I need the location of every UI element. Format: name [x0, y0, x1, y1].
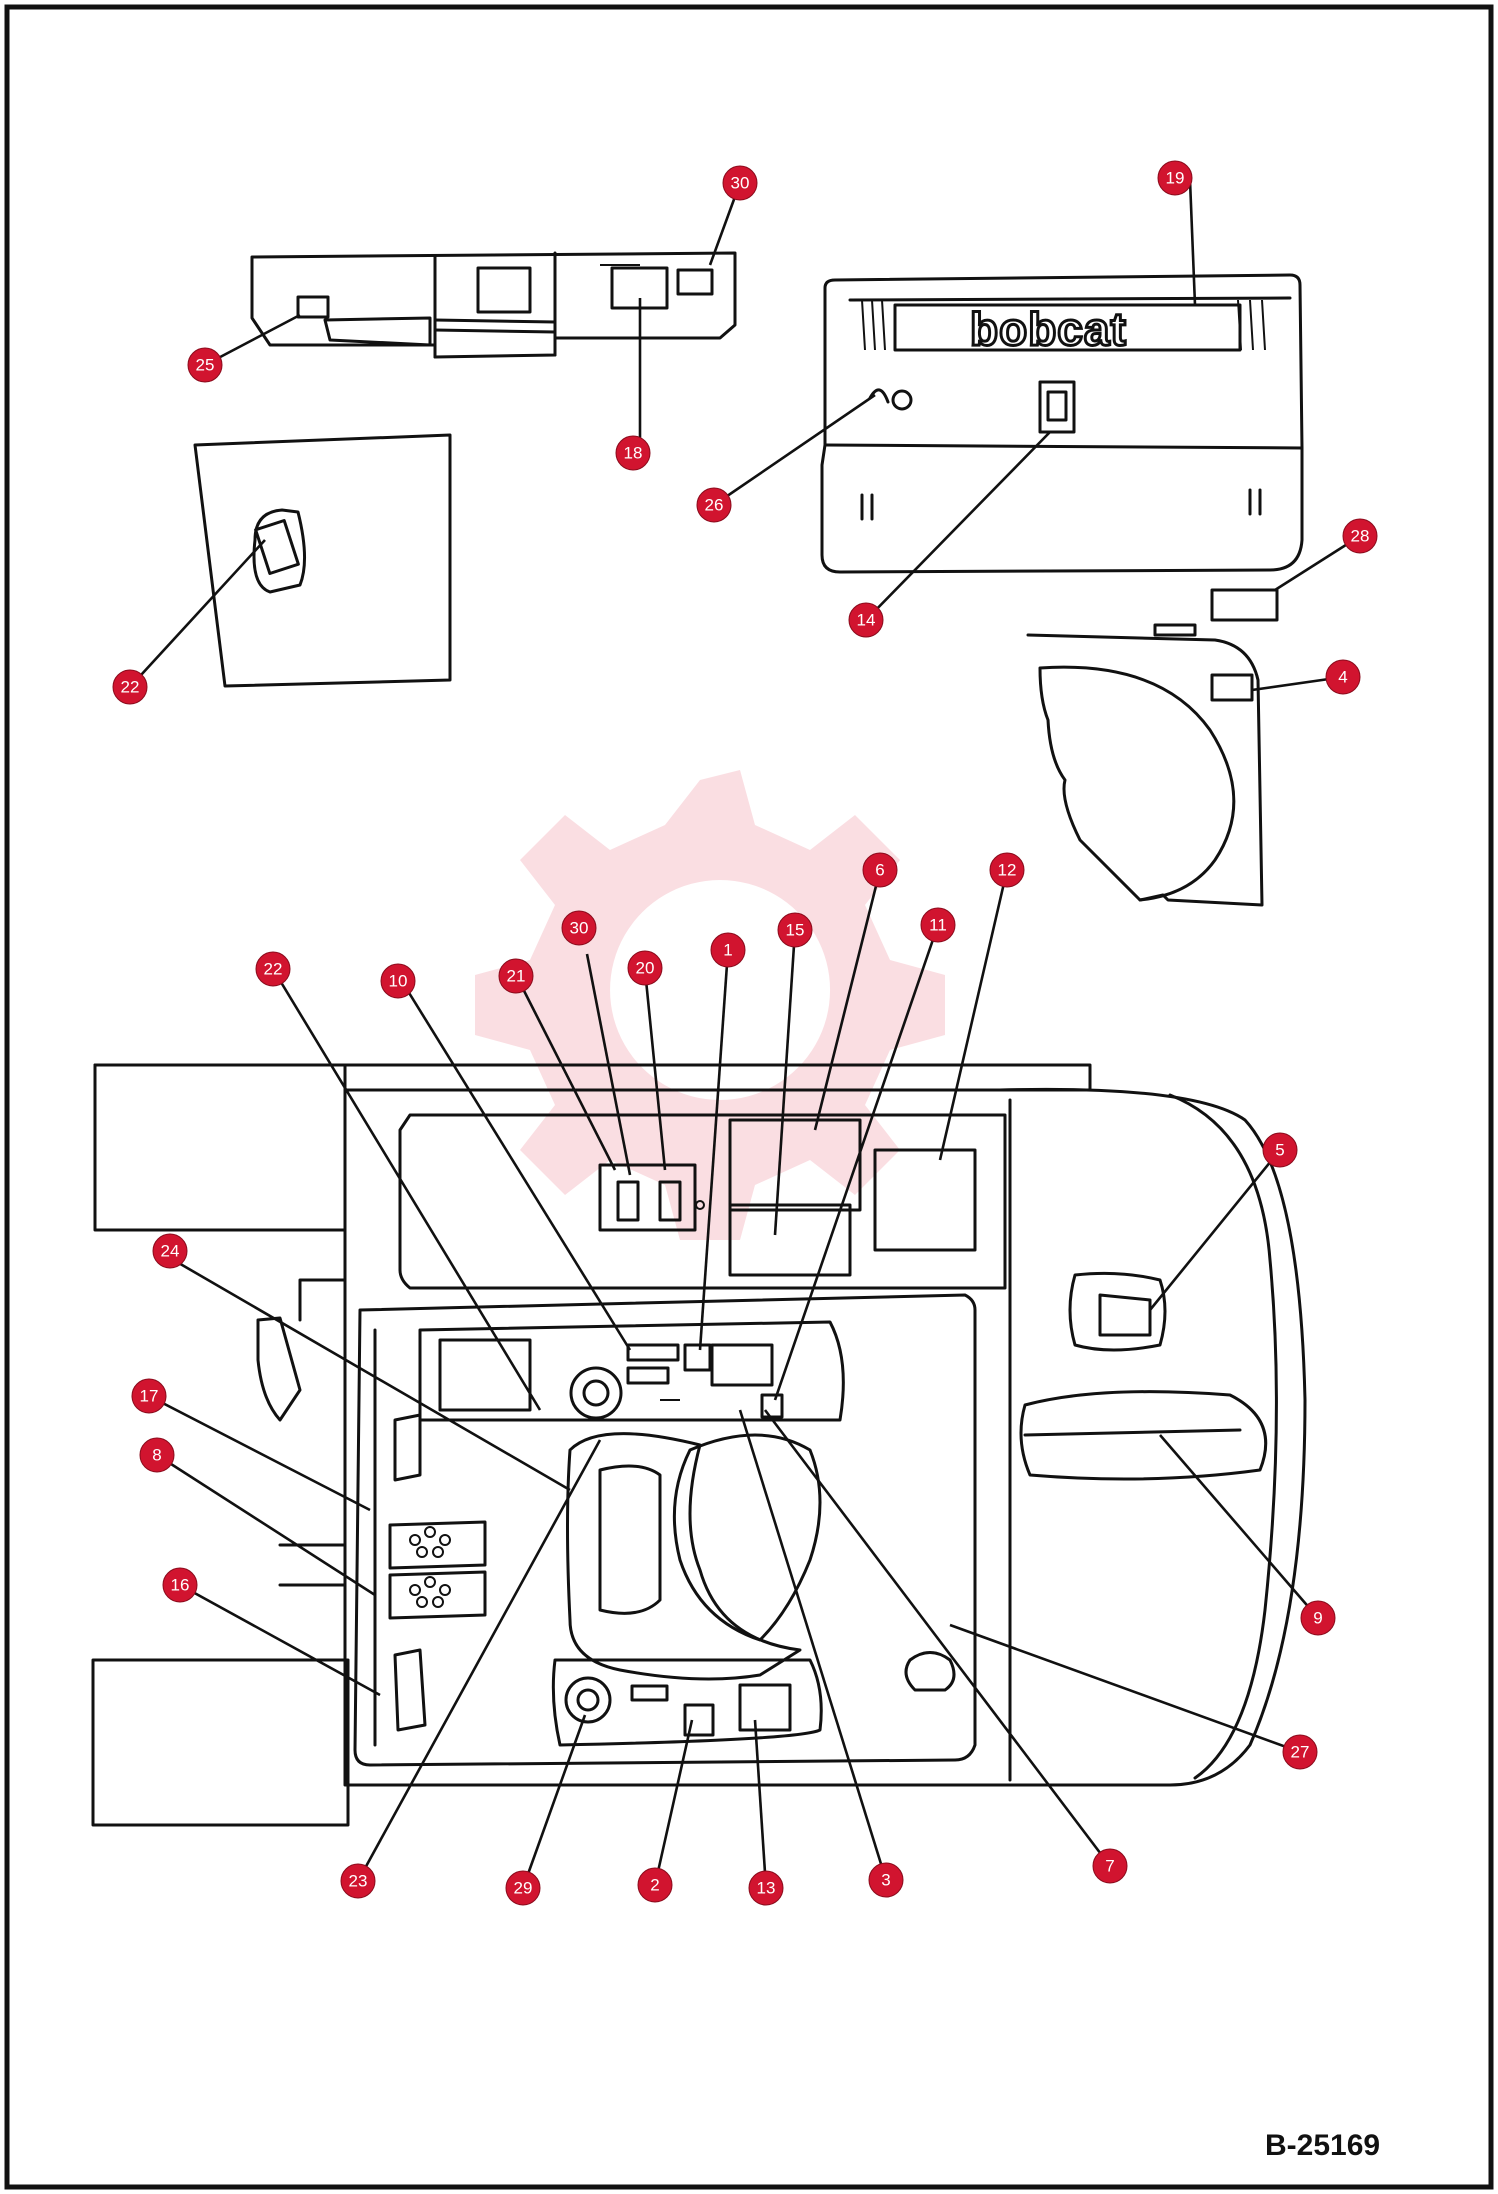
- callout-badge: 5: [1262, 1132, 1298, 1168]
- callout-badge: 20: [627, 950, 663, 986]
- callout-badge: 27: [1282, 1734, 1318, 1770]
- callout-badge: 8: [139, 1437, 175, 1473]
- svg-text:15: 15: [786, 921, 805, 940]
- svg-text:21: 21: [507, 967, 526, 986]
- label-4-plate: [1210, 673, 1254, 702]
- svg-text:18: 18: [624, 444, 643, 463]
- callout-badge: 22: [112, 669, 148, 705]
- watermark-gear: [475, 770, 945, 1240]
- callout-badge: 19: [1157, 160, 1193, 196]
- svg-text:29: 29: [514, 1879, 533, 1898]
- callout-badge: 7: [1092, 1848, 1128, 1884]
- callout-badge: 16: [162, 1567, 198, 1603]
- svg-text:28: 28: [1351, 527, 1370, 546]
- svg-text:20: 20: [636, 959, 655, 978]
- callout-badge: 15: [777, 912, 813, 948]
- callout-badge: 3: [868, 1862, 904, 1898]
- svg-text:3: 3: [881, 1871, 890, 1890]
- callout-badge: 28: [1342, 518, 1378, 554]
- svg-text:11: 11: [929, 916, 947, 935]
- svg-text:2: 2: [650, 1876, 659, 1895]
- callout-badge: 30: [561, 910, 597, 946]
- machine-top-view: [91, 1063, 1307, 1827]
- callout-badge: 11: [920, 907, 956, 943]
- callout-badge: 30: [722, 165, 758, 201]
- callout-badge: 6: [862, 852, 898, 888]
- rear-grille-panel: bobcat: [820, 273, 1304, 622]
- callout-badge: 17: [131, 1378, 167, 1414]
- svg-text:27: 27: [1291, 1743, 1310, 1762]
- callout-badge: 2: [637, 1867, 673, 1903]
- callout-badge: 25: [187, 347, 223, 383]
- callout-badge: 21: [498, 958, 534, 994]
- callout-badge: 18: [615, 435, 651, 471]
- callout-badges: 30 19 25 18 26 28 22 14 4 6 12 30 15 11 …: [112, 160, 1378, 1906]
- top-control-panel: [250, 251, 737, 359]
- callout-badge: 29: [505, 1870, 541, 1906]
- svg-text:12: 12: [998, 861, 1017, 880]
- svg-text:14: 14: [857, 611, 876, 630]
- callout-badge: 12: [989, 852, 1025, 888]
- fender-section: [1026, 623, 1264, 907]
- label-28-plate: [1210, 588, 1279, 622]
- svg-text:17: 17: [140, 1387, 159, 1406]
- outer-frame: [4, 4, 1494, 2190]
- svg-text:9: 9: [1313, 1609, 1322, 1628]
- callout-badge: 1: [710, 932, 746, 968]
- logo-text: bobcat: [970, 303, 1127, 355]
- svg-text:24: 24: [161, 1242, 180, 1261]
- svg-text:8: 8: [152, 1446, 161, 1465]
- svg-text:30: 30: [570, 919, 589, 938]
- callout-badge: 9: [1300, 1600, 1336, 1636]
- callout-badge: 24: [152, 1233, 188, 1269]
- callout-badge: 10: [380, 963, 416, 999]
- svg-text:1: 1: [723, 941, 732, 960]
- callout-badge: 26: [696, 487, 732, 523]
- leader-lines: [129, 179, 1361, 1889]
- svg-text:19: 19: [1166, 169, 1185, 188]
- svg-text:22: 22: [264, 960, 283, 979]
- svg-text:26: 26: [705, 496, 724, 515]
- callout-badge: 4: [1325, 659, 1361, 695]
- callout-badge: 13: [748, 1870, 784, 1906]
- svg-text:22: 22: [121, 678, 140, 697]
- figure-id: B-25169: [1265, 2129, 1380, 2162]
- svg-text:23: 23: [349, 1872, 368, 1891]
- pedal-dots: [409, 1526, 451, 1608]
- svg-text:13: 13: [757, 1879, 776, 1898]
- svg-text:30: 30: [731, 174, 750, 193]
- callout-badge: 14: [848, 602, 884, 638]
- svg-text:10: 10: [389, 972, 408, 991]
- svg-text:4: 4: [1338, 668, 1347, 687]
- callout-badge: 22: [255, 951, 291, 987]
- svg-text:25: 25: [196, 356, 215, 375]
- svg-text:5: 5: [1275, 1141, 1284, 1160]
- callout-badge: 23: [340, 1863, 376, 1899]
- door-panel: [193, 433, 452, 688]
- svg-text:16: 16: [171, 1576, 190, 1595]
- svg-text:7: 7: [1105, 1857, 1114, 1876]
- svg-text:6: 6: [875, 861, 884, 880]
